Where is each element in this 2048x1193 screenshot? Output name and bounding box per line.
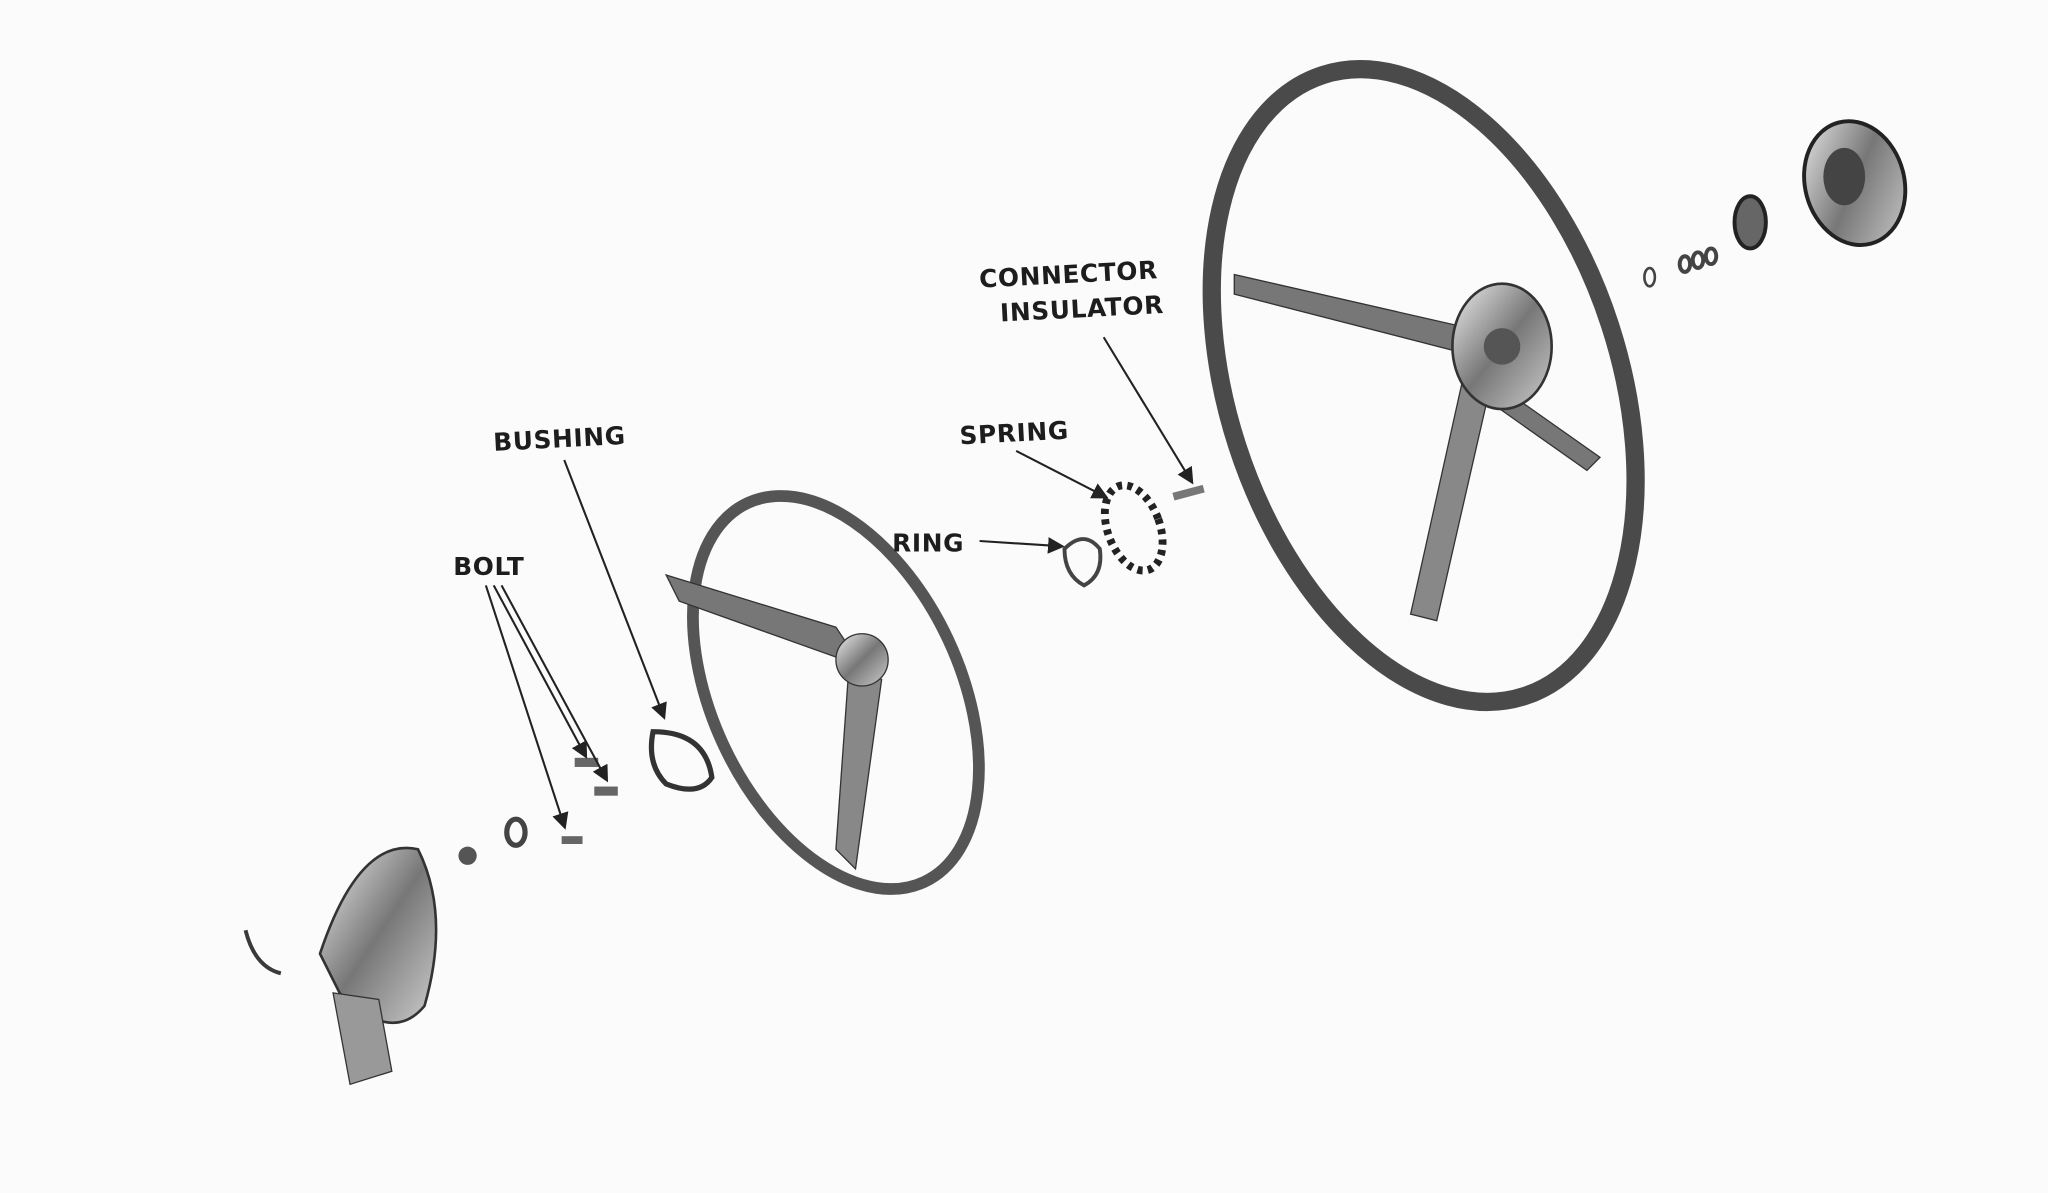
leader-lines (484, 336, 1194, 830)
spring-label: SPRING (959, 416, 1070, 451)
ring-label: RING (892, 528, 964, 557)
bushing-label: BUSHING (493, 421, 627, 457)
bolt-label: BOLT (453, 552, 524, 581)
nut-part (458, 846, 477, 865)
large-steering-wheel-part (1202, 60, 1645, 712)
small-steering-wheel-part (664, 490, 985, 895)
ring-part (1062, 537, 1103, 588)
bushing-part (648, 729, 715, 792)
hub-cup-part (1802, 119, 1908, 247)
horn-cap-part (243, 846, 438, 1086)
bearing-part (1732, 194, 1768, 251)
washer-part (504, 816, 528, 848)
washer-small-part (1643, 266, 1657, 288)
connector-insulator-part (1172, 484, 1205, 501)
spring-coil-part (1677, 246, 1719, 274)
bolts-part (561, 757, 618, 845)
